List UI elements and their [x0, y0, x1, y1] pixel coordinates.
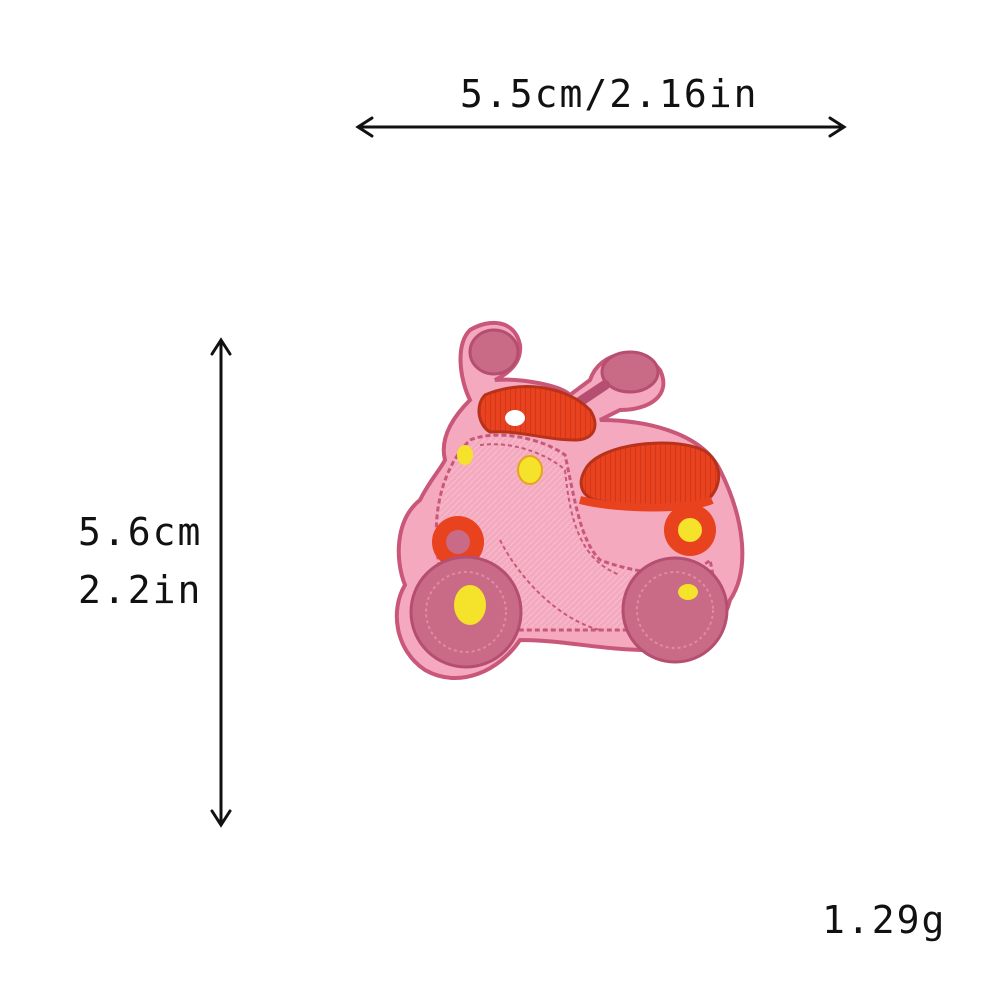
width-arrow-icon: [355, 116, 847, 138]
front-wheel: [409, 555, 523, 669]
handlebar-hood: [477, 385, 597, 442]
body-light: [517, 455, 543, 485]
flower-decoration-rear: [664, 504, 716, 556]
height-arrow-icon: [210, 337, 232, 828]
height-dimension-label-in: 2.2in: [78, 568, 203, 612]
rear-wheel: [621, 556, 729, 664]
flower-decoration-front: [432, 516, 484, 568]
front-headlight: [457, 445, 473, 465]
weight-label: 1.29g: [822, 898, 947, 942]
height-dimension-label-cm: 5.6cm: [78, 510, 203, 554]
right-mirror: [600, 350, 660, 394]
scooter-patch: [394, 321, 745, 680]
width-dimension-label: 5.5cm/2.16in: [460, 72, 759, 116]
left-mirror: [468, 328, 520, 376]
